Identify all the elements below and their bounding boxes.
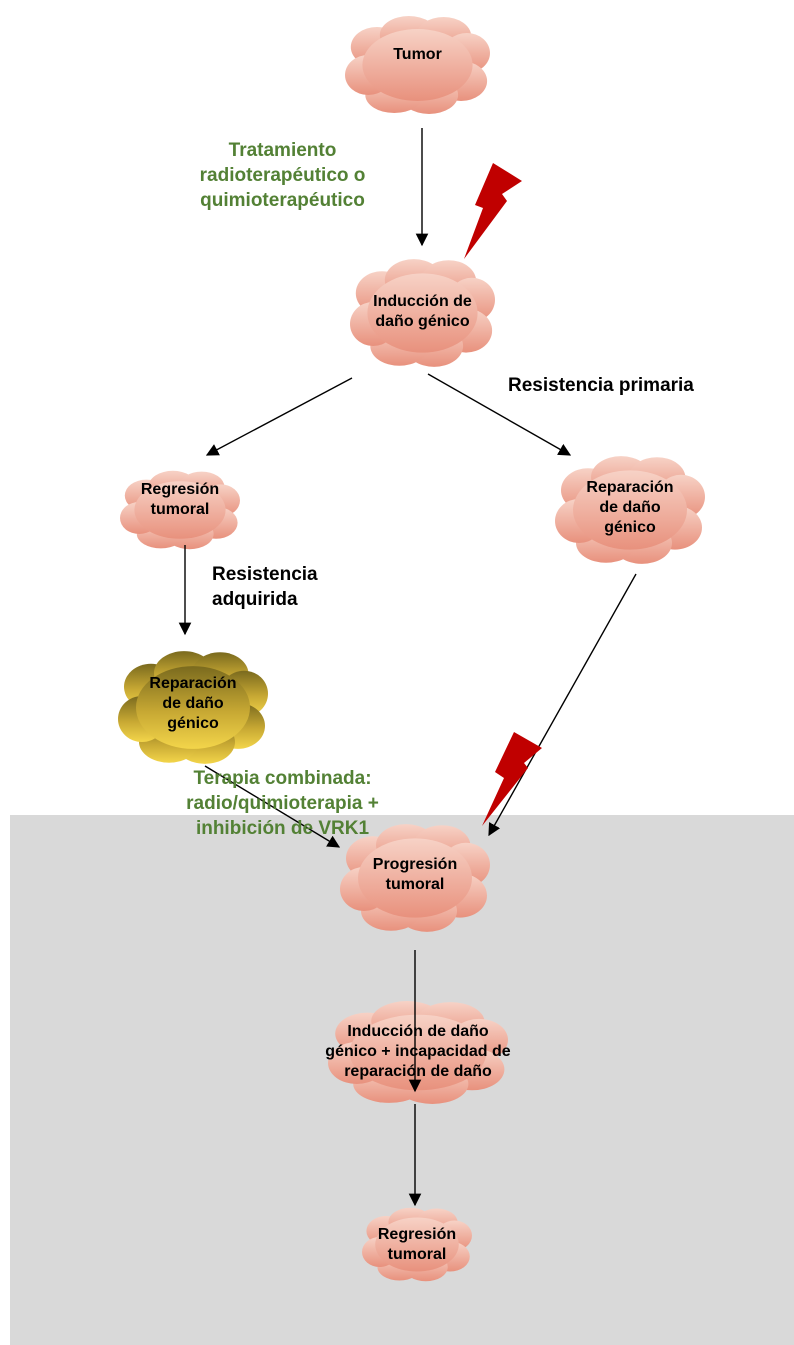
node-tumor-progression: Progresión tumoral bbox=[372, 856, 458, 893]
arrow-induction-to-regression bbox=[205, 377, 353, 456]
arrow-induction-to-repair bbox=[427, 373, 572, 456]
tumor-cloud bbox=[345, 16, 490, 114]
label-acquired-resistance: Resistencia adquirida bbox=[212, 564, 318, 610]
node-final-regression: Regresión tumoral bbox=[377, 1226, 457, 1263]
node-induction-damage: Inducción de daño génico bbox=[373, 293, 472, 330]
arrow-primary-repair-to-progression bbox=[488, 573, 637, 837]
node-combined-induction: Inducción de daño génico + incapacidad d… bbox=[325, 1023, 511, 1080]
lightning-bolt-icon bbox=[464, 163, 522, 259]
label-combined-therapy: Terapia combinada: radio/quimioterapia +… bbox=[186, 768, 379, 839]
node-tumor-regression: Regresión tumoral bbox=[140, 481, 220, 518]
arrow-acquired-repair-to-progression bbox=[204, 765, 341, 848]
lightning-bolt-icon-2 bbox=[482, 732, 542, 826]
node-tumor: Tumor bbox=[393, 46, 442, 63]
label-treatment: Tratamiento radioterapéutico o quimioter… bbox=[199, 140, 366, 211]
node-primary-repair: Reparación de daño génico bbox=[586, 479, 674, 536]
label-primary-resistance: Resistencia primaria bbox=[508, 375, 694, 396]
node-acquired-repair: Reparación de daño génico bbox=[149, 675, 237, 732]
